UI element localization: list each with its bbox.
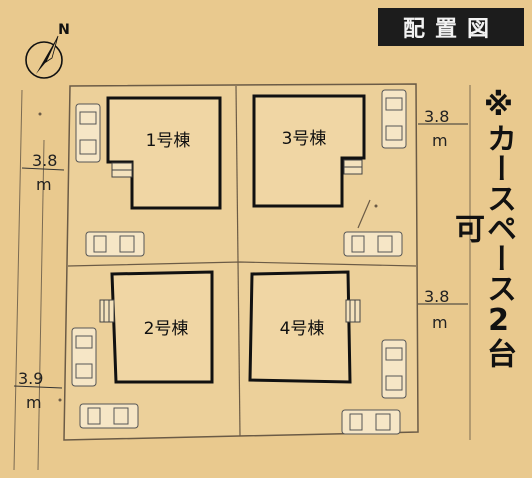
svg-text:3.9: 3.9	[18, 369, 43, 388]
road-dimension-right-upper: 3.8 m	[418, 107, 468, 150]
svg-text:m: m	[432, 131, 448, 150]
svg-text:3.8: 3.8	[32, 151, 57, 170]
road-edge-lines	[13, 85, 471, 471]
parking-spaces	[71, 89, 407, 435]
building-1	[106, 96, 222, 210]
svg-text:3.8: 3.8	[424, 287, 449, 306]
car-vertical	[71, 327, 97, 387]
building-label-2: 2号棟	[144, 319, 189, 339]
car-vertical	[381, 339, 407, 399]
road-dimension-left-upper: 3.8 m	[21, 151, 65, 194]
lot-divider-lines	[67, 85, 417, 437]
road-dimension-right-lower: 3.8 m	[418, 287, 468, 332]
svg-text:m: m	[36, 175, 52, 194]
building-3	[252, 94, 366, 208]
building-4	[248, 270, 361, 384]
car-vertical	[381, 89, 407, 149]
parking-note: ※カースペース2台可	[449, 88, 516, 368]
car-horizontal	[343, 231, 403, 257]
car-vertical	[75, 103, 101, 163]
road-dimension-left-lower: 3.9 m	[13, 369, 63, 412]
car-horizontal	[79, 403, 139, 429]
svg-text:m: m	[432, 313, 448, 332]
compass-icon: N	[25, 22, 70, 79]
diagram-title: 配置図	[378, 8, 524, 46]
svg-text:m: m	[26, 393, 42, 412]
car-horizontal	[85, 231, 145, 257]
building-label-4: 4号棟	[280, 319, 325, 339]
car-horizontal	[341, 409, 401, 435]
building-2	[99, 270, 214, 384]
svg-text:3.8: 3.8	[424, 107, 449, 126]
building-label-1: 1号棟	[146, 131, 191, 151]
site-markers	[38, 112, 378, 402]
building-label-3: 3号棟	[282, 129, 327, 149]
compass-north-label: N	[58, 22, 70, 38]
